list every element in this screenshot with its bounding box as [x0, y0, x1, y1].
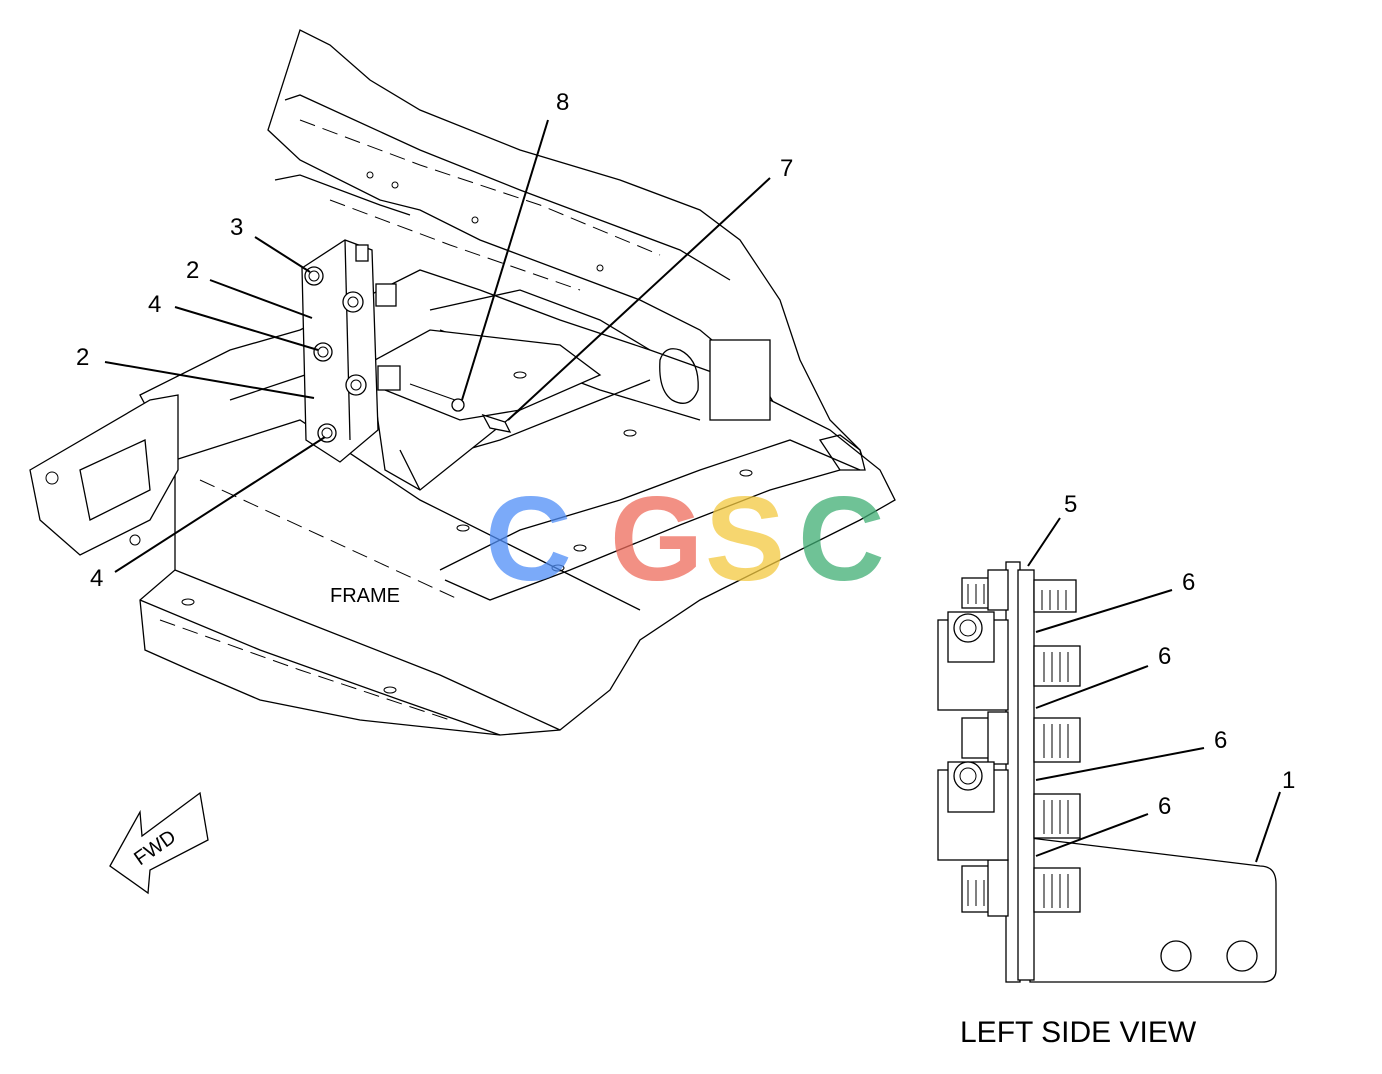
- callout-2-lower: 2: [76, 344, 89, 371]
- watermark-letter-4: C: [798, 472, 885, 606]
- watermark-letter-2: G: [610, 472, 703, 606]
- washer-icon: [451, 398, 465, 412]
- view-title: LEFT SIDE VIEW: [960, 1016, 1197, 1049]
- callout-3: 3: [230, 214, 243, 241]
- watermark-letter-3: S: [705, 472, 785, 606]
- callout-6-third: 6: [1214, 727, 1227, 754]
- bolt-icon: [481, 413, 512, 433]
- frame-assembly: [29, 29, 896, 736]
- terminal-strip: [301, 239, 401, 463]
- frame-label: FRAME: [330, 585, 400, 607]
- callout-7: 7: [780, 155, 793, 182]
- callout-4-upper: 4: [148, 291, 161, 318]
- leader-lines-main: [104, 119, 771, 573]
- fwd-arrow-icon: FWD: [109, 791, 209, 895]
- callout-6-first: 6: [1182, 569, 1195, 596]
- callout-5: 5: [1064, 491, 1077, 518]
- callout-1: 1: [1282, 767, 1295, 794]
- watermark: C G S C: [485, 472, 885, 606]
- watermark-letter-1: C: [485, 472, 572, 606]
- callout-6-second: 6: [1158, 643, 1171, 670]
- callout-2-upper: 2: [186, 257, 199, 284]
- callout-6-fourth: 6: [1158, 793, 1171, 820]
- leader-lines-side: [1027, 517, 1281, 863]
- callout-4-lower: 4: [90, 565, 103, 592]
- left-side-view: [937, 561, 1277, 983]
- callout-8: 8: [556, 89, 569, 116]
